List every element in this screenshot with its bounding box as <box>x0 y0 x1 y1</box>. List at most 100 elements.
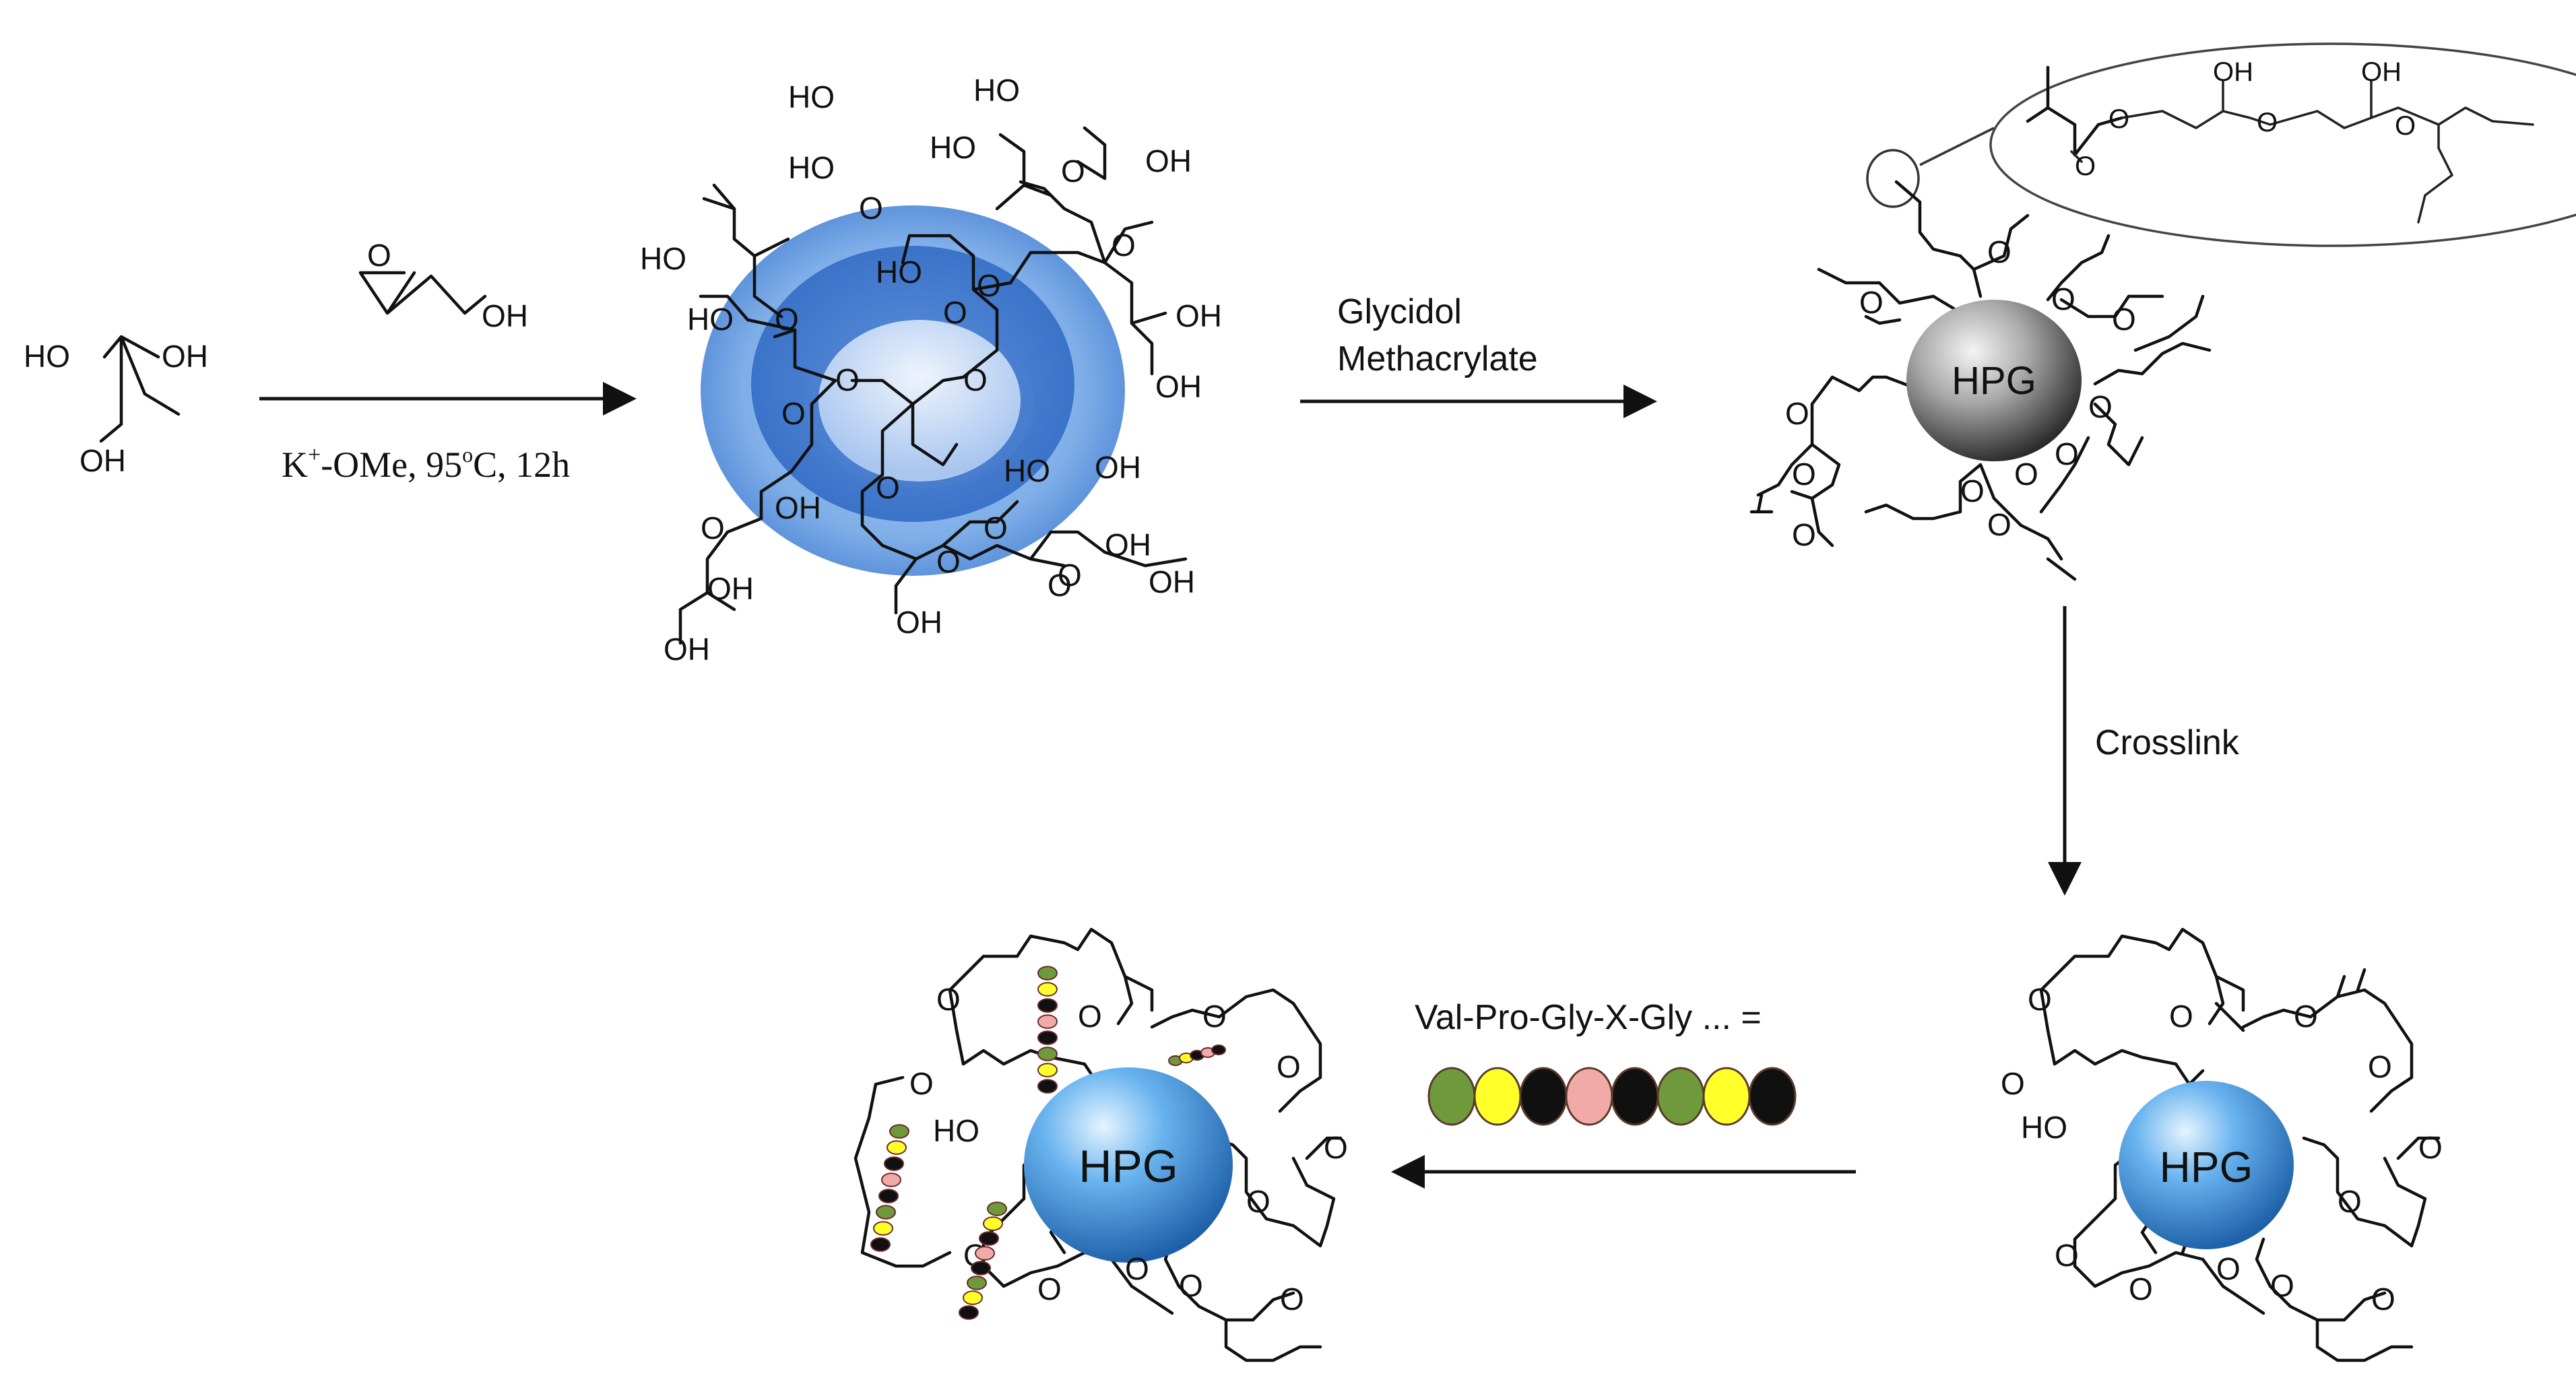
peptide-bead <box>979 1231 999 1246</box>
xl-o1: O <box>2169 999 2193 1034</box>
core-o8: O <box>936 544 961 579</box>
epoxide-o: O <box>367 238 391 273</box>
gray-o6: O <box>1960 473 1985 508</box>
gray-o12: O <box>2014 457 2038 492</box>
peptide-bead <box>876 1205 896 1220</box>
peptide-bead <box>987 1201 1007 1216</box>
hpg-layered-dendrimer: O O O O O O O O O O O O O O O HO HO HO H… <box>640 73 1222 667</box>
oh-label-7: HO <box>687 302 734 337</box>
oh-label-5: OH <box>1145 143 1192 178</box>
shell-o5: O <box>1058 558 1082 593</box>
final-o7: O <box>1324 1130 1348 1165</box>
zoom-o3: O <box>2395 111 2416 141</box>
step1-condition: K+-OMe, 95oC, 12h <box>282 442 570 485</box>
step4-label: Val-Pro-Gly-X-Gly ... = <box>1415 998 1762 1037</box>
shell-o4: O <box>701 510 725 545</box>
zoom-o2: O <box>2257 108 2278 137</box>
oh-label-4: HO <box>930 130 976 165</box>
step3-label: Crosslink <box>2095 723 2240 762</box>
gray-o8: O <box>1785 396 1809 431</box>
final-o10: O <box>1037 1271 1062 1306</box>
hpg-methacrylated: O O O OH OH O HO HPG O O O O O O O O O O… <box>1749 42 2576 581</box>
peptide-bead <box>1037 1079 1058 1094</box>
oh-label-1: HO <box>788 79 835 114</box>
zoom-ellipse <box>1989 42 2576 247</box>
oh-label-13: OH <box>775 490 821 525</box>
core-o6: O <box>876 470 900 505</box>
oh-label-16: OH <box>707 571 754 606</box>
peptide-bead <box>975 1246 995 1261</box>
legend-bead <box>1519 1067 1568 1126</box>
peptide-bead <box>959 1305 979 1320</box>
peptide-bead <box>870 1237 891 1252</box>
hpg-crosslinked: HO HPG O O O O O O O O O O O O <box>2001 927 2443 1362</box>
oh-label-12: OH <box>1095 450 1141 485</box>
legend-bead <box>1427 1067 1476 1126</box>
xl-o12: O <box>2371 1282 2395 1317</box>
oh-label-8: HO <box>876 255 922 290</box>
gray-o11: O <box>1987 234 2011 269</box>
peptide-bead <box>884 1156 904 1171</box>
legend-bead <box>1611 1067 1659 1126</box>
xl-o6: O <box>2338 1184 2362 1219</box>
xl-o4: O <box>2294 999 2318 1034</box>
final-ho: HO <box>933 1113 979 1148</box>
peptide-bead <box>887 1140 907 1155</box>
final-o9: O <box>1125 1251 1149 1286</box>
start-oh-bottom: OH <box>79 443 126 478</box>
final-o12: O <box>1280 1282 1304 1317</box>
oh-label-3: HO <box>973 73 1020 108</box>
peptide-bead <box>881 1172 901 1187</box>
final-o4: O <box>1202 999 1227 1034</box>
oh-label-15: OH <box>1149 564 1195 599</box>
glycidol-reagent: O OH <box>358 238 528 333</box>
crosslinked-core <box>2119 1081 2294 1249</box>
oh-label-6: HO <box>640 241 686 276</box>
xl-o10: O <box>2129 1271 2153 1306</box>
final-o6: O <box>1246 1184 1270 1219</box>
shell-o2: O <box>1061 154 1085 189</box>
final-o3: O <box>936 982 961 1017</box>
gray-o2: O <box>2051 281 2075 317</box>
oh-label-9: OH <box>1176 298 1222 333</box>
start-oh-right: OH <box>162 339 208 374</box>
gray-o3: O <box>2112 302 2136 337</box>
core-o5: O <box>943 295 967 330</box>
shell-o1: O <box>859 191 883 226</box>
final-core-label: HPG <box>1078 1141 1178 1192</box>
gray-core <box>1906 300 2082 461</box>
xl-o2: O <box>2001 1066 2025 1101</box>
hpg-peptide-conjugate: HO HPG O O O O O O O O O O O O <box>854 927 1348 1362</box>
xl-ho: HO <box>2021 1110 2067 1145</box>
peptide-bead <box>1211 1045 1226 1055</box>
xl-o8: O <box>2055 1238 2079 1273</box>
peptide-bead <box>971 1261 991 1275</box>
core-o9: O <box>1048 568 1072 603</box>
oh-label-2: HO <box>788 150 835 185</box>
peptide-bead <box>1037 1063 1058 1078</box>
core-o7: O <box>977 268 1001 303</box>
step2-label-line1: Glycidol <box>1337 292 1462 331</box>
oh-label-18: OH <box>896 605 942 640</box>
legend-bead <box>1473 1067 1522 1126</box>
gray-o4: O <box>2088 389 2113 424</box>
xl-o11: O <box>2270 1268 2294 1303</box>
xl-o5: O <box>2368 1049 2392 1084</box>
final-o2: O <box>909 1066 934 1101</box>
xl-o3: O <box>2028 982 2052 1017</box>
gray-core-label: HPG <box>1952 359 2036 403</box>
oh-label-10: OH <box>1155 369 1202 404</box>
core-o10: O <box>984 510 1008 545</box>
peptide-bead <box>878 1189 899 1203</box>
final-o1: O <box>1078 999 1102 1034</box>
peptide-bead <box>983 1216 1003 1231</box>
final-o11: O <box>1179 1268 1203 1303</box>
zoom-o4: O <box>2075 152 2096 181</box>
gray-o10: O <box>1792 517 1816 552</box>
peptide-bead <box>1037 1047 1058 1061</box>
peptide-bead <box>1037 1014 1058 1029</box>
core-o1: O <box>963 362 988 397</box>
core-o2: O <box>835 362 860 397</box>
gray-o5: O <box>2055 436 2079 471</box>
